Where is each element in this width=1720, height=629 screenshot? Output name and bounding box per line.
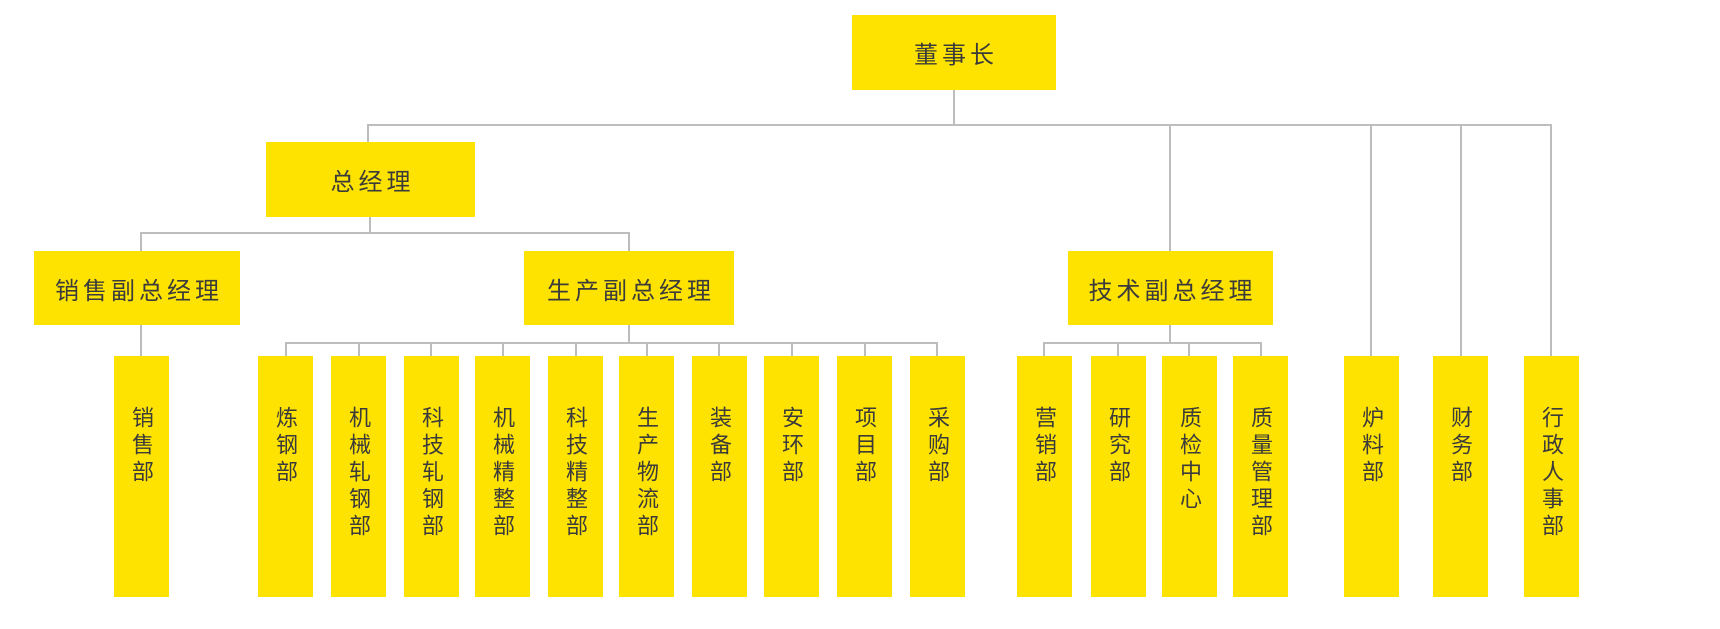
- connector-line: [285, 342, 287, 356]
- connector-line: [1043, 342, 1262, 344]
- connector-line: [1260, 342, 1262, 356]
- node-dept-production-logistics: 生产物流部: [619, 356, 674, 597]
- node-technology-vice-gm: 技术副总经理: [1068, 251, 1273, 325]
- connector-line: [367, 124, 1552, 126]
- connector-line: [140, 325, 142, 356]
- connector-line: [936, 342, 938, 356]
- connector-line: [502, 342, 504, 356]
- node-dept-quality-inspection-center: 质检中心: [1162, 356, 1217, 597]
- node-dept-marketing: 营销部: [1017, 356, 1072, 597]
- connector-line: [1460, 124, 1462, 356]
- connector-line: [369, 217, 371, 234]
- node-dept-furnace-materials: 炉料部: [1344, 356, 1399, 597]
- connector-line: [646, 342, 648, 356]
- connector-line: [367, 124, 369, 143]
- connector-line: [953, 90, 955, 126]
- node-dept-admin-hr: 行政人事部: [1524, 356, 1579, 597]
- node-dept-sales: 销售部: [114, 356, 169, 597]
- connector-line: [628, 232, 630, 252]
- node-general-manager: 总经理: [266, 142, 475, 217]
- node-dept-equipment: 装备部: [692, 356, 747, 597]
- node-production-vice-gm: 生产副总经理: [524, 251, 734, 325]
- node-dept-project: 项目部: [837, 356, 892, 597]
- node-dept-quality-management: 质量管理部: [1233, 356, 1288, 597]
- connector-line: [285, 342, 938, 344]
- node-dept-safety-environment: 安环部: [764, 356, 819, 597]
- connector-line: [358, 342, 360, 356]
- connector-line: [140, 232, 630, 234]
- connector-line: [864, 342, 866, 356]
- connector-line: [430, 342, 432, 356]
- connector-line: [1370, 124, 1372, 356]
- node-dept-finance: 财务部: [1433, 356, 1488, 597]
- connector-line: [1169, 324, 1171, 344]
- node-dept-mechanical-rolling: 机械轧钢部: [331, 356, 386, 597]
- node-chairman: 董事长: [852, 15, 1056, 90]
- node-dept-mechanical-finishing: 机械精整部: [475, 356, 530, 597]
- connector-line: [1169, 124, 1171, 252]
- connector-line: [575, 342, 577, 356]
- connector-line: [140, 232, 142, 252]
- connector-line: [1188, 342, 1190, 356]
- connector-line: [1117, 342, 1119, 356]
- connector-line: [718, 342, 720, 356]
- connector-line: [1043, 342, 1045, 356]
- node-dept-steelmaking: 炼钢部: [258, 356, 313, 597]
- node-sales-vice-gm: 销售副总经理: [34, 251, 240, 325]
- node-dept-research: 研究部: [1091, 356, 1146, 597]
- connector-line: [1550, 124, 1552, 356]
- connector-line: [628, 324, 630, 344]
- node-dept-tech-rolling: 科技轧钢部: [404, 356, 459, 597]
- node-dept-procurement: 采购部: [910, 356, 965, 597]
- node-dept-tech-finishing: 科技精整部: [548, 356, 603, 597]
- connector-line: [791, 342, 793, 356]
